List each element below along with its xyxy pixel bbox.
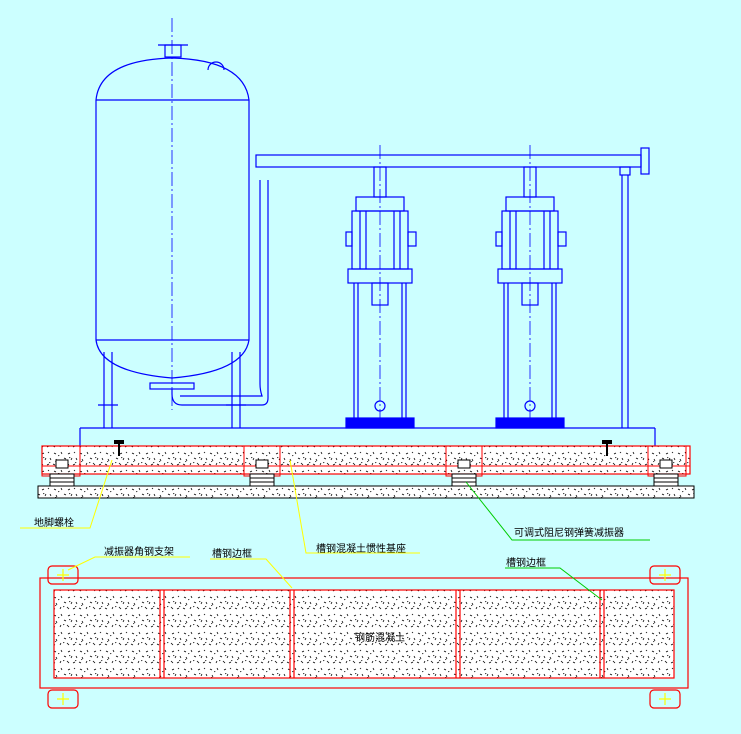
pump-unit-2 [495, 166, 567, 429]
pressure-tank [95, 18, 269, 428]
inertia-base-plan [39, 565, 689, 709]
label-concrete-base: 槽钢混凝土惯性基座 [316, 544, 406, 555]
leader-lines-plan [67, 556, 603, 601]
label-reinforced-concrete: 钢筋混凝土 [355, 633, 405, 644]
discharge-header [255, 145, 650, 428]
label-anchor-bolt: 地脚螺栓 [34, 518, 74, 529]
leader-lines-elevation [20, 459, 650, 554]
pump-unit-1 [345, 166, 417, 429]
label-channel-frame-left: 槽钢边框 [212, 549, 252, 560]
label-channel-frame-right: 槽钢边框 [506, 558, 546, 569]
label-spring-damper: 可调式阻尼钢弹簧减振器 [514, 528, 624, 539]
label-angle-bracket: 减振器角钢支架 [104, 547, 174, 558]
inertia-base-elevation [37, 440, 695, 499]
